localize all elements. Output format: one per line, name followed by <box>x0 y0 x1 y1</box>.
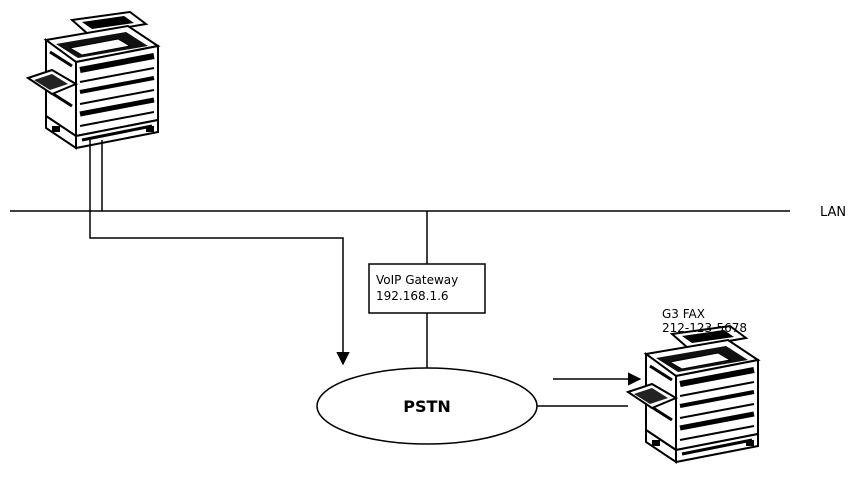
remote-fax-label: G3 FAX 212-123-5678 <box>662 307 747 335</box>
lan-label: LAN <box>820 205 846 220</box>
remote-fax-number: 212-123-5678 <box>662 321 747 335</box>
gateway-ip: 192.168.1.6 <box>376 289 449 303</box>
gateway-name: VoIP Gateway <box>376 273 458 287</box>
destination-fax-icon <box>628 326 758 462</box>
voip-gateway-box: VoIP Gateway 192.168.1.6 <box>369 264 485 313</box>
source-fax-icon <box>28 12 158 148</box>
pstn-cloud: PSTN <box>317 368 537 444</box>
pstn-label: PSTN <box>403 397 451 416</box>
source-pstn-path <box>90 140 343 364</box>
remote-fax-type: G3 FAX <box>662 307 705 321</box>
